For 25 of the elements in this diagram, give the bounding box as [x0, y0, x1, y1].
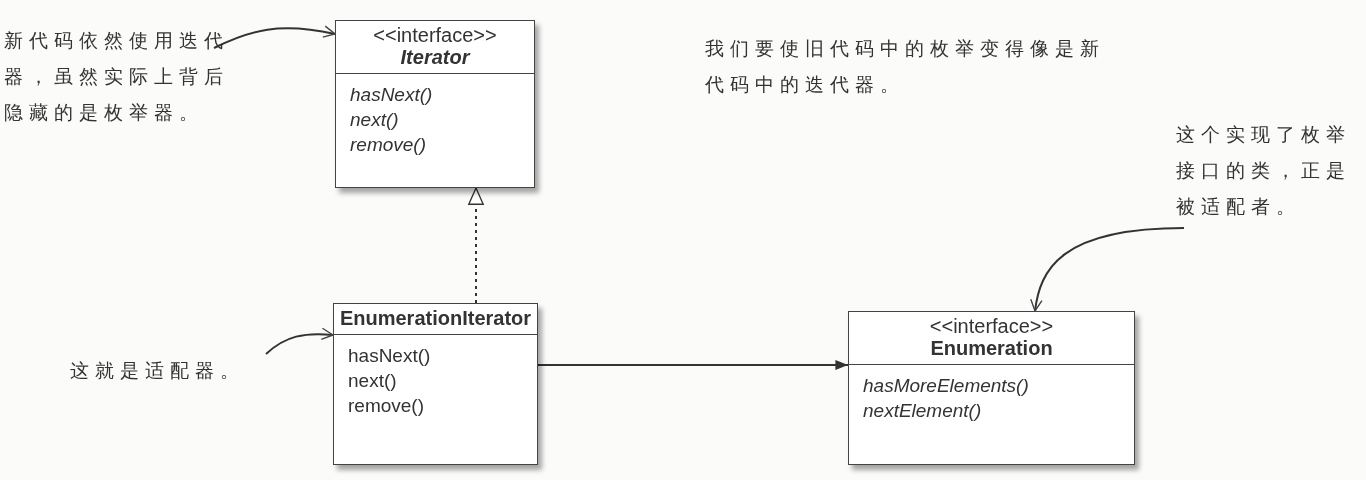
- annotation-arrow: [213, 25, 336, 49]
- annotation-text: 这个实现了枚举接口的类，正是被适配者。: [1176, 116, 1362, 224]
- class-name: Enumeration: [930, 337, 1053, 359]
- class-box: [333, 303, 538, 465]
- method-name: nextElement(): [863, 399, 982, 423]
- method-name: next(): [350, 108, 399, 132]
- class-box: [848, 311, 1135, 465]
- annotation-arrow: [1030, 227, 1185, 312]
- class-name: EnumerationIterator: [339, 307, 532, 329]
- stereotype-label: <<interface>>: [929, 315, 1054, 337]
- method-name: hasNext(): [350, 83, 433, 107]
- stereotype-label: <<interface>>: [373, 24, 497, 46]
- method-name: hasNext(): [348, 344, 431, 368]
- method-name: remove(): [350, 133, 426, 157]
- annotation-arrow: [265, 327, 334, 355]
- annotation-text: 新代码依然使用迭代器，虽然实际上背后隐藏的是枚举器。: [4, 22, 229, 130]
- method-name: hasMoreElements(): [863, 374, 1029, 398]
- class-name: Iterator: [400, 46, 470, 68]
- realization-arrow: [468, 187, 484, 304]
- annotation-text: 我们要使旧代码中的枚举变得像是新代码中的迭代器。: [705, 36, 1105, 97]
- association-arrow: [537, 360, 849, 370]
- method-name: next(): [348, 369, 397, 393]
- method-name: remove(): [348, 394, 424, 418]
- annotation-text: 这就是适配器。: [70, 352, 270, 388]
- class-box: [335, 20, 535, 188]
